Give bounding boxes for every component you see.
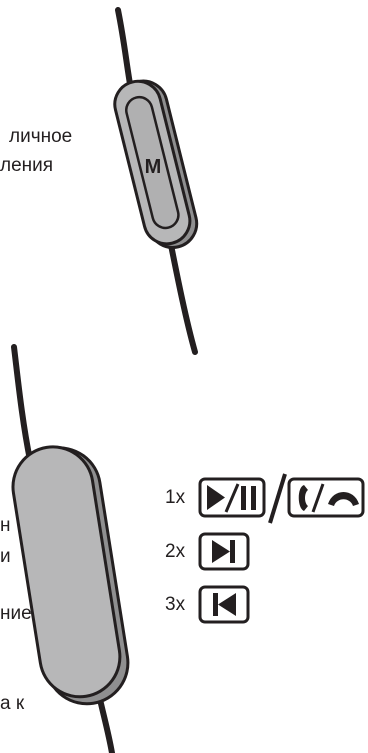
side-text-line-2: и bbox=[0, 546, 11, 567]
top-remote-button bbox=[125, 95, 180, 230]
legend-press-1x: 1x bbox=[165, 487, 186, 508]
m-button-label: M bbox=[145, 156, 162, 178]
legend-press-2x: 2x bbox=[165, 541, 186, 562]
bottom-remote-body bbox=[11, 445, 122, 699]
slash-glyph bbox=[224, 483, 240, 513]
prev-triangle bbox=[218, 593, 236, 616]
play-glyph bbox=[207, 485, 225, 510]
top-text-line-1: личное bbox=[9, 126, 73, 147]
hangup-glyph bbox=[328, 492, 359, 506]
bottom-remote bbox=[11, 344, 130, 753]
top-cable bbox=[115, 7, 133, 87]
call-slash-glyph bbox=[311, 483, 325, 513]
top-text-line-2: ления bbox=[0, 155, 54, 176]
top-remote: M bbox=[113, 7, 199, 355]
side-text-line-3: ние. bbox=[0, 603, 37, 624]
prev-bar bbox=[213, 593, 218, 616]
pause-bar-2 bbox=[251, 486, 256, 510]
next-bar bbox=[230, 540, 235, 563]
legend-icons bbox=[198, 473, 365, 624]
top-cable-lower bbox=[168, 242, 198, 355]
side-text-line-4: а к bbox=[0, 693, 25, 714]
phone-handset-glyph bbox=[298, 485, 308, 511]
legend-press-3x: 3x bbox=[165, 594, 186, 615]
next-triangle bbox=[212, 540, 230, 563]
separator-slash bbox=[268, 473, 287, 524]
call-answer-hangup-icon bbox=[287, 477, 365, 518]
side-text-line-1: н bbox=[0, 515, 11, 536]
bottom-cable bbox=[11, 344, 33, 463]
pause-bar-1 bbox=[241, 486, 246, 510]
